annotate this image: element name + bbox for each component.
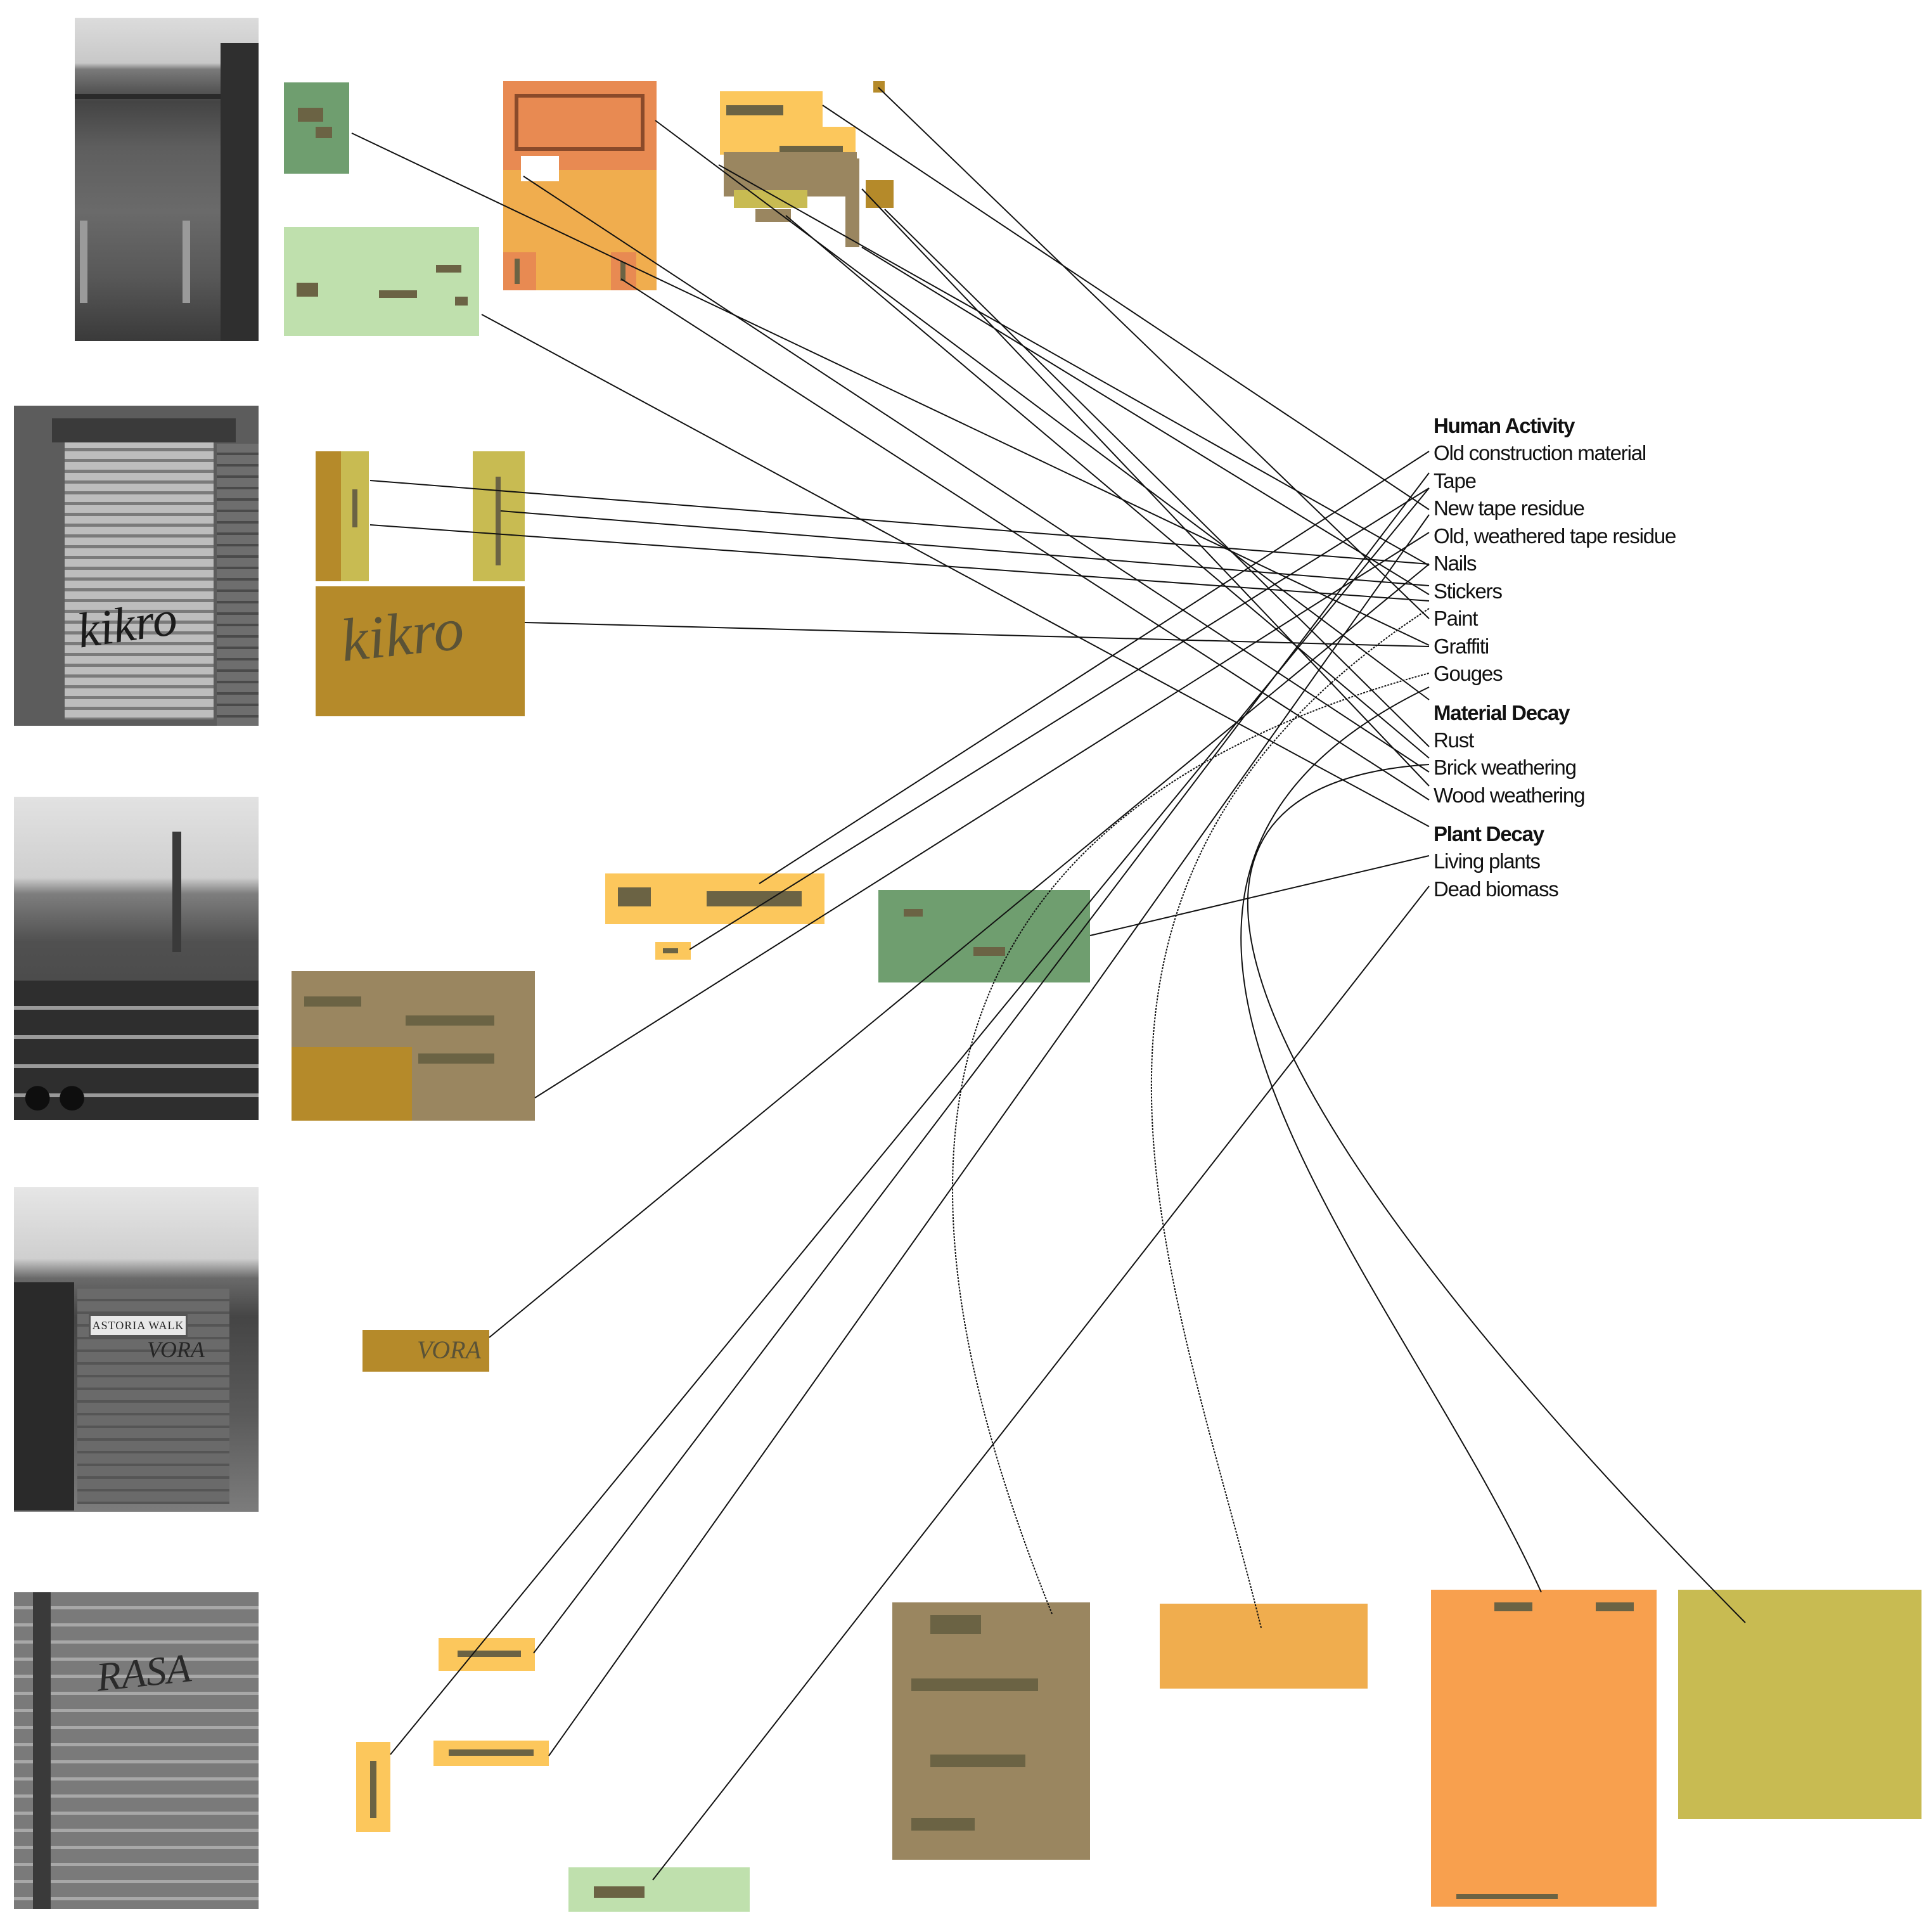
swatch-rust-bar [316, 451, 341, 581]
legend-item-dead-biomass: Dead biomass [1434, 877, 1559, 901]
legend-heading: Human Activity [1434, 414, 1575, 437]
photo-alley-wall-1 [75, 18, 259, 341]
swatch-tape-small-2 [433, 1741, 549, 1766]
swatch-tape-small-1 [439, 1638, 535, 1671]
connector-line [718, 164, 1430, 566]
vora-swatch-text: VORA [417, 1336, 481, 1364]
legend-item-nails: Nails [1434, 551, 1477, 575]
connector-line [620, 278, 1430, 801]
connector-line [861, 188, 1430, 787]
connector-line [524, 622, 1430, 647]
swatch-olive-bar-right [473, 451, 525, 581]
legend-item-old-weathered-tape-residue: Old, weathered tape residue [1434, 524, 1676, 548]
connector-line [548, 514, 1430, 1756]
swatch-umber-post [845, 158, 859, 247]
photo-shutter-door: kikro [14, 406, 259, 726]
swatch-olive-large [1678, 1590, 1921, 1819]
legend-group-material-decay: Material Decay Rust Brick weathering Woo… [1434, 699, 1750, 809]
photo-brick-wall-rasa: RASA [14, 1592, 259, 1909]
swatch-paint-bright-orange [1431, 1590, 1657, 1907]
photo3-graffiti: ●● [20, 1064, 89, 1120]
legend-item-stickers: Stickers [1434, 579, 1503, 603]
swatch-tape-residue-tiny [655, 942, 691, 960]
legend: Human Activity Old construction material… [1434, 412, 1750, 914]
swatch-mustard-nail [866, 180, 894, 208]
astoria-walk-sign: ASTORIA WALK [89, 1314, 188, 1337]
legend-heading: Plant Decay [1434, 822, 1544, 846]
swatch-old-construction-frame [503, 81, 657, 290]
connector-line [523, 176, 1430, 773]
connector-line [878, 87, 1430, 619]
connector-line [533, 472, 1430, 1654]
swatch-rust-dot [873, 81, 885, 93]
legend-item-graffiti: Graffiti [1434, 634, 1489, 658]
swatch-brick-weathering [292, 971, 535, 1121]
legend-heading: Material Decay [1434, 700, 1570, 724]
swatch-living-plants-medium [878, 890, 1090, 982]
connector-line [369, 480, 1430, 565]
connector-line [369, 524, 1430, 602]
photo-astoria-walk: ASTORIA WALK VORA [14, 1187, 259, 1512]
legend-item-brick-weathering: Brick weathering [1434, 756, 1577, 779]
swatch-living-plants-small [284, 82, 349, 174]
connector-line [785, 215, 1430, 759]
legend-item-paint: Paint [1434, 607, 1478, 630]
connector-line [481, 314, 1430, 827]
swatch-umber-small [755, 209, 791, 222]
swatch-olive-strip [734, 190, 807, 208]
swatch-paint-orange [1160, 1604, 1368, 1689]
legend-item-new-tape-residue: New tape residue [1434, 496, 1585, 520]
photo-brick-wall-rooftops: ●● [14, 797, 259, 1120]
legend-group-plant-decay: Plant Decay Living plants Dead biomass [1434, 820, 1750, 903]
connector-line [1150, 608, 1430, 1628]
connector-line [822, 105, 1430, 510]
photo5-graffiti-tag: RASA [94, 1645, 193, 1700]
legend-item-living-plants: Living plants [1434, 849, 1541, 873]
connector-line [884, 209, 1430, 747]
photo4-graffiti-tag: VORA [147, 1337, 205, 1362]
legend-item-gouges: Gouges [1434, 662, 1503, 685]
connector-line [500, 510, 1430, 586]
swatch-brick-large [892, 1602, 1090, 1860]
swatch-graffiti-tag: kikro [316, 586, 525, 716]
connector-line [952, 673, 1430, 1614]
swatch-tape-residue-long [605, 873, 824, 924]
swatch-tape-vertical [356, 1742, 390, 1832]
swatch-dead-biomass [568, 1867, 750, 1912]
legend-item-old-construction-material: Old construction material [1434, 441, 1646, 465]
legend-item-wood-weathering: Wood weathering [1434, 783, 1585, 807]
connector-line [1089, 855, 1430, 936]
connector-line [861, 247, 1430, 595]
legend-item-rust: Rust [1434, 728, 1474, 752]
connector-line [759, 451, 1430, 884]
swatch-olive-bar-left [341, 451, 369, 581]
legend-group-human-activity: Human Activity Old construction material… [1434, 412, 1750, 688]
legend-item-tape: Tape [1434, 468, 1477, 493]
graffiti-swatch-text: kikro [337, 594, 467, 674]
swatch-moss-light [284, 227, 479, 336]
swatch-vora-graffiti: VORA [362, 1330, 489, 1372]
connector-line [390, 487, 1430, 1755]
connector-line [534, 532, 1430, 1098]
